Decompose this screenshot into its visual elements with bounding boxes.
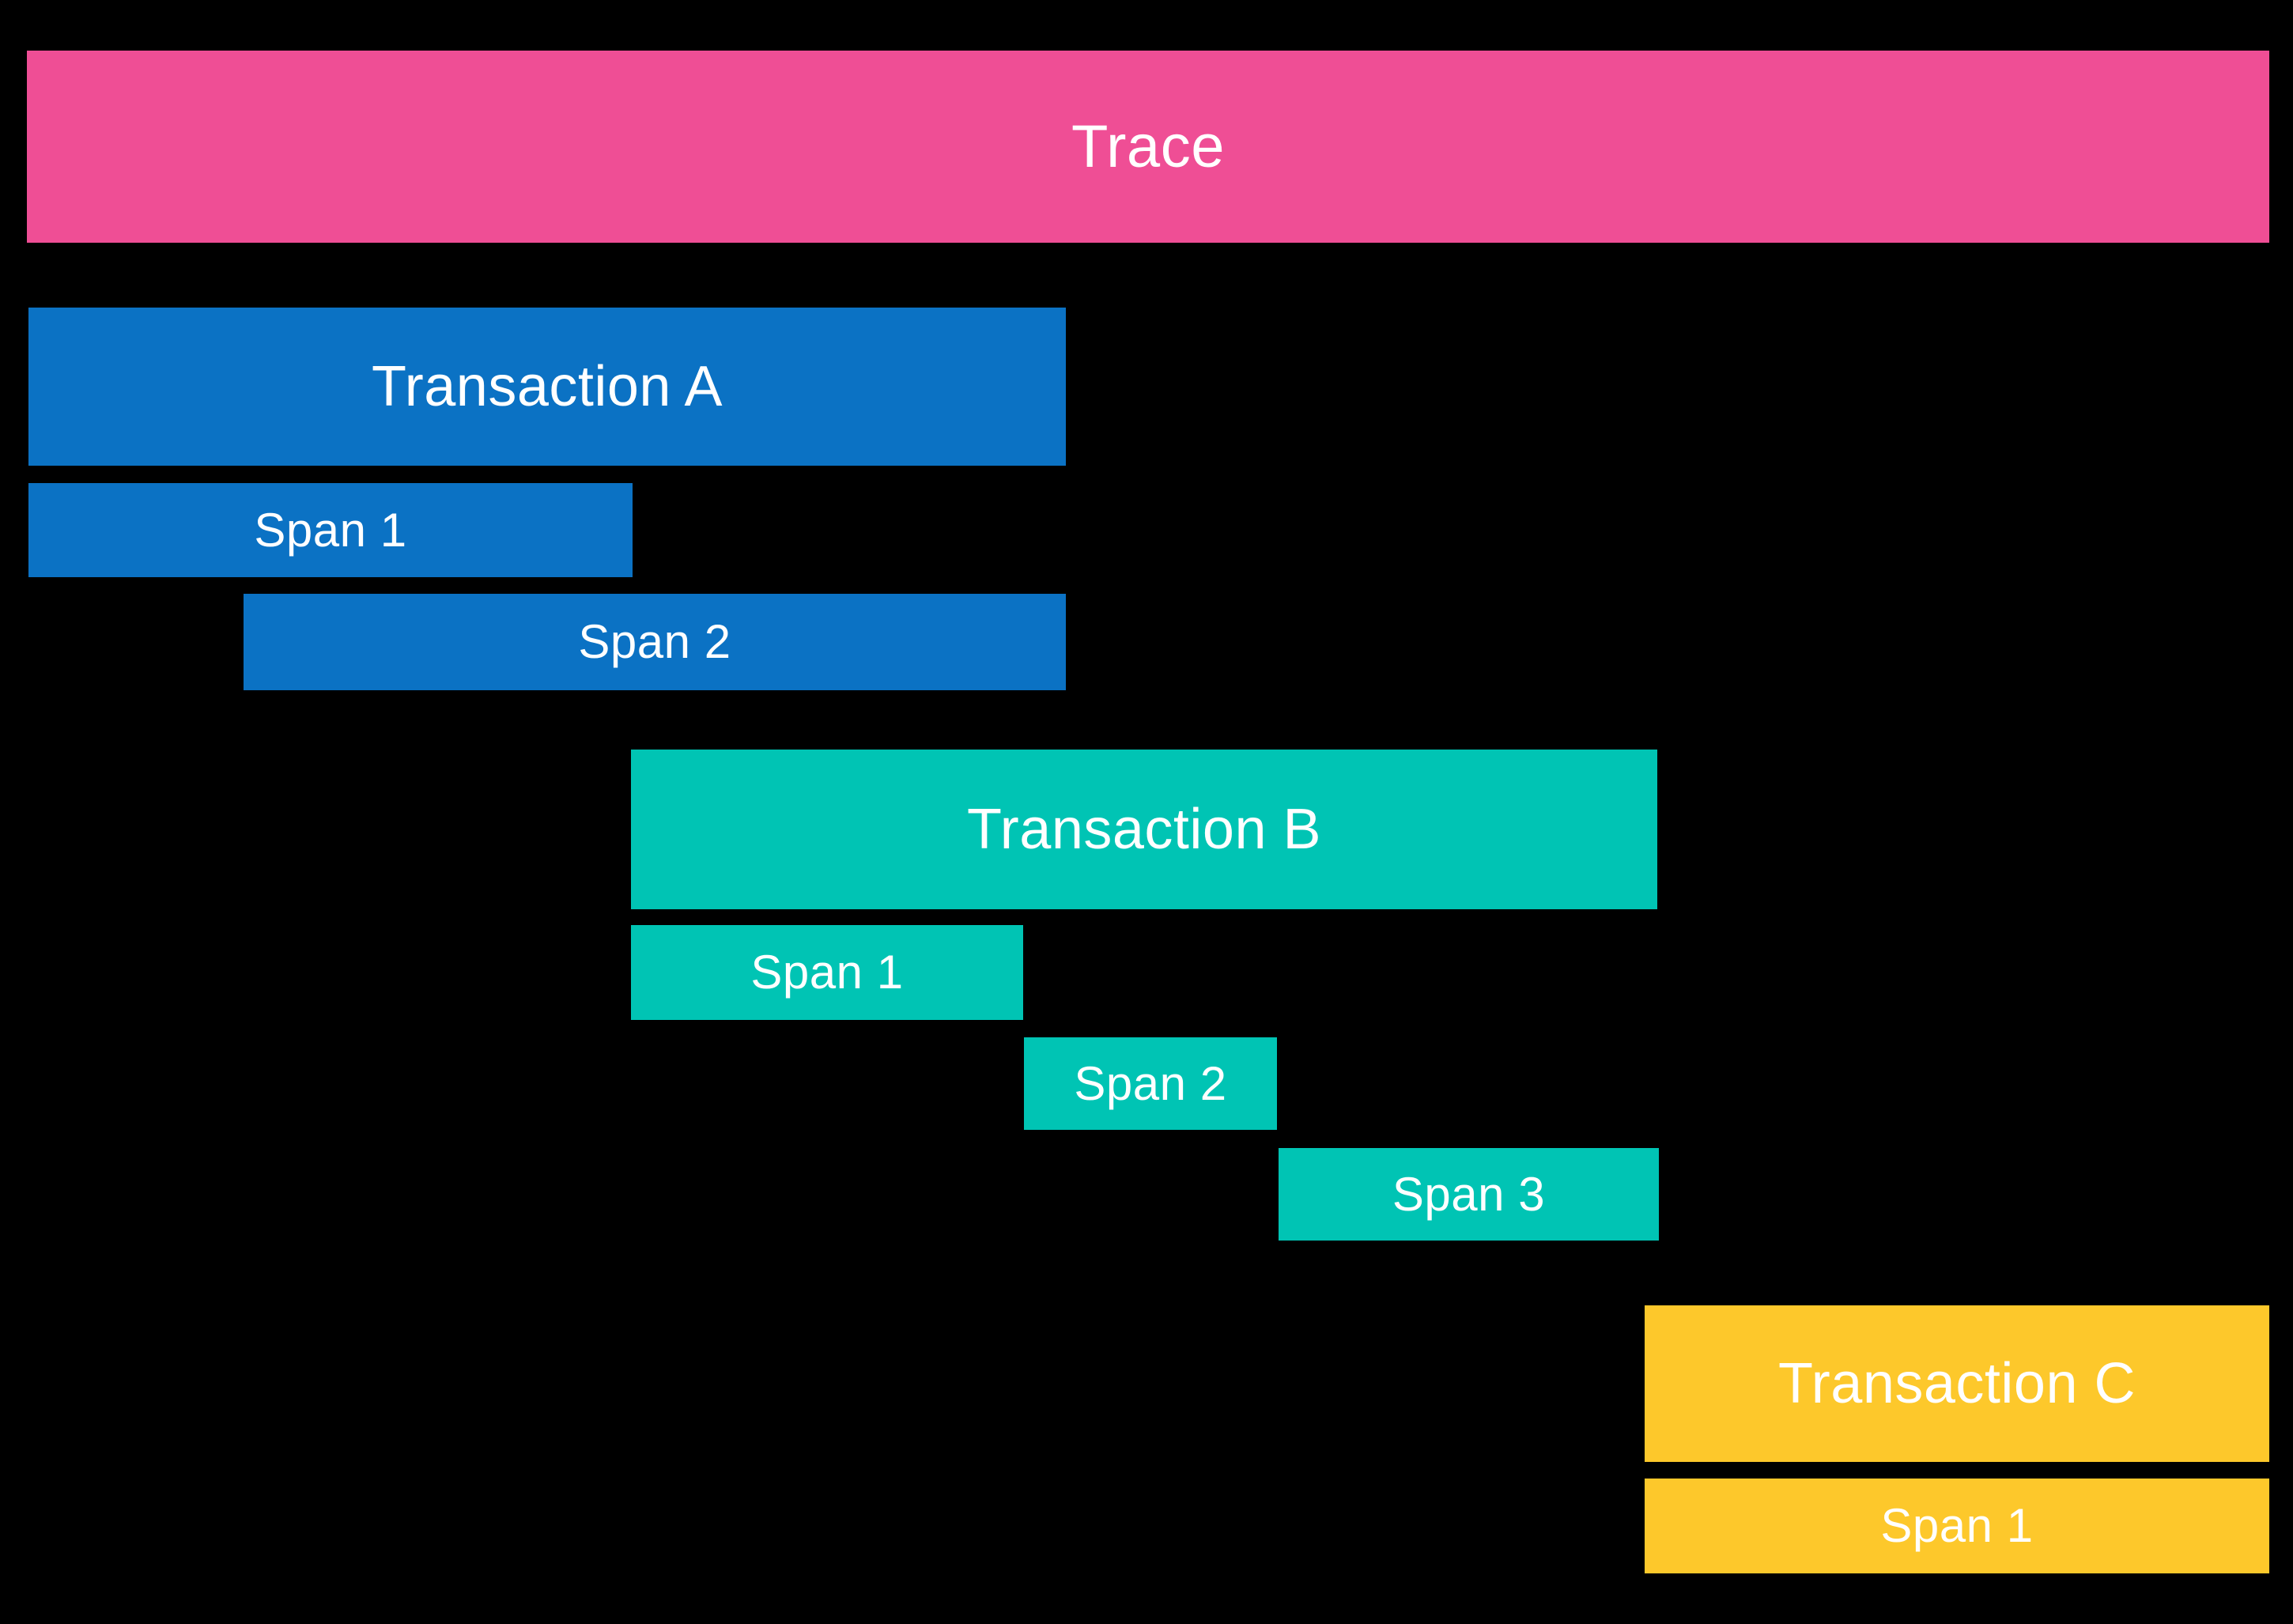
bar-label-transaction-c-span-1: Span 1	[1880, 1499, 2034, 1552]
bar-transaction-b-span-3[interactable]: Span 3	[1279, 1148, 1659, 1241]
bar-label-transaction-b: Transaction B	[966, 798, 1322, 861]
bar-transaction-b[interactable]: Transaction B	[631, 750, 1657, 909]
bar-transaction-a[interactable]: Transaction A	[28, 308, 1066, 466]
bar-transaction-b-span-1[interactable]: Span 1	[631, 925, 1023, 1020]
bar-label-transaction-a: Transaction A	[371, 355, 723, 418]
bar-label-transaction-a-span-1: Span 1	[254, 503, 407, 557]
bar-transaction-c-span-1[interactable]: Span 1	[1645, 1479, 2269, 1573]
bar-transaction-c[interactable]: Transaction C	[1645, 1305, 2269, 1462]
bar-label-trace: Trace	[1071, 112, 1225, 180]
bar-transaction-a-span-2[interactable]: Span 2	[244, 594, 1066, 690]
bar-label-transaction-b-span-1: Span 1	[750, 946, 904, 999]
bar-label-transaction-b-span-2: Span 2	[1074, 1056, 1227, 1110]
bar-transaction-a-span-1[interactable]: Span 1	[28, 483, 633, 577]
bar-label-transaction-c: Transaction C	[1778, 1352, 2136, 1415]
bar-label-transaction-a-span-2: Span 2	[578, 615, 731, 668]
bar-transaction-b-span-2[interactable]: Span 2	[1024, 1037, 1277, 1130]
bar-trace[interactable]: Trace	[27, 51, 2269, 243]
bar-label-transaction-b-span-3: Span 3	[1392, 1167, 1546, 1221]
